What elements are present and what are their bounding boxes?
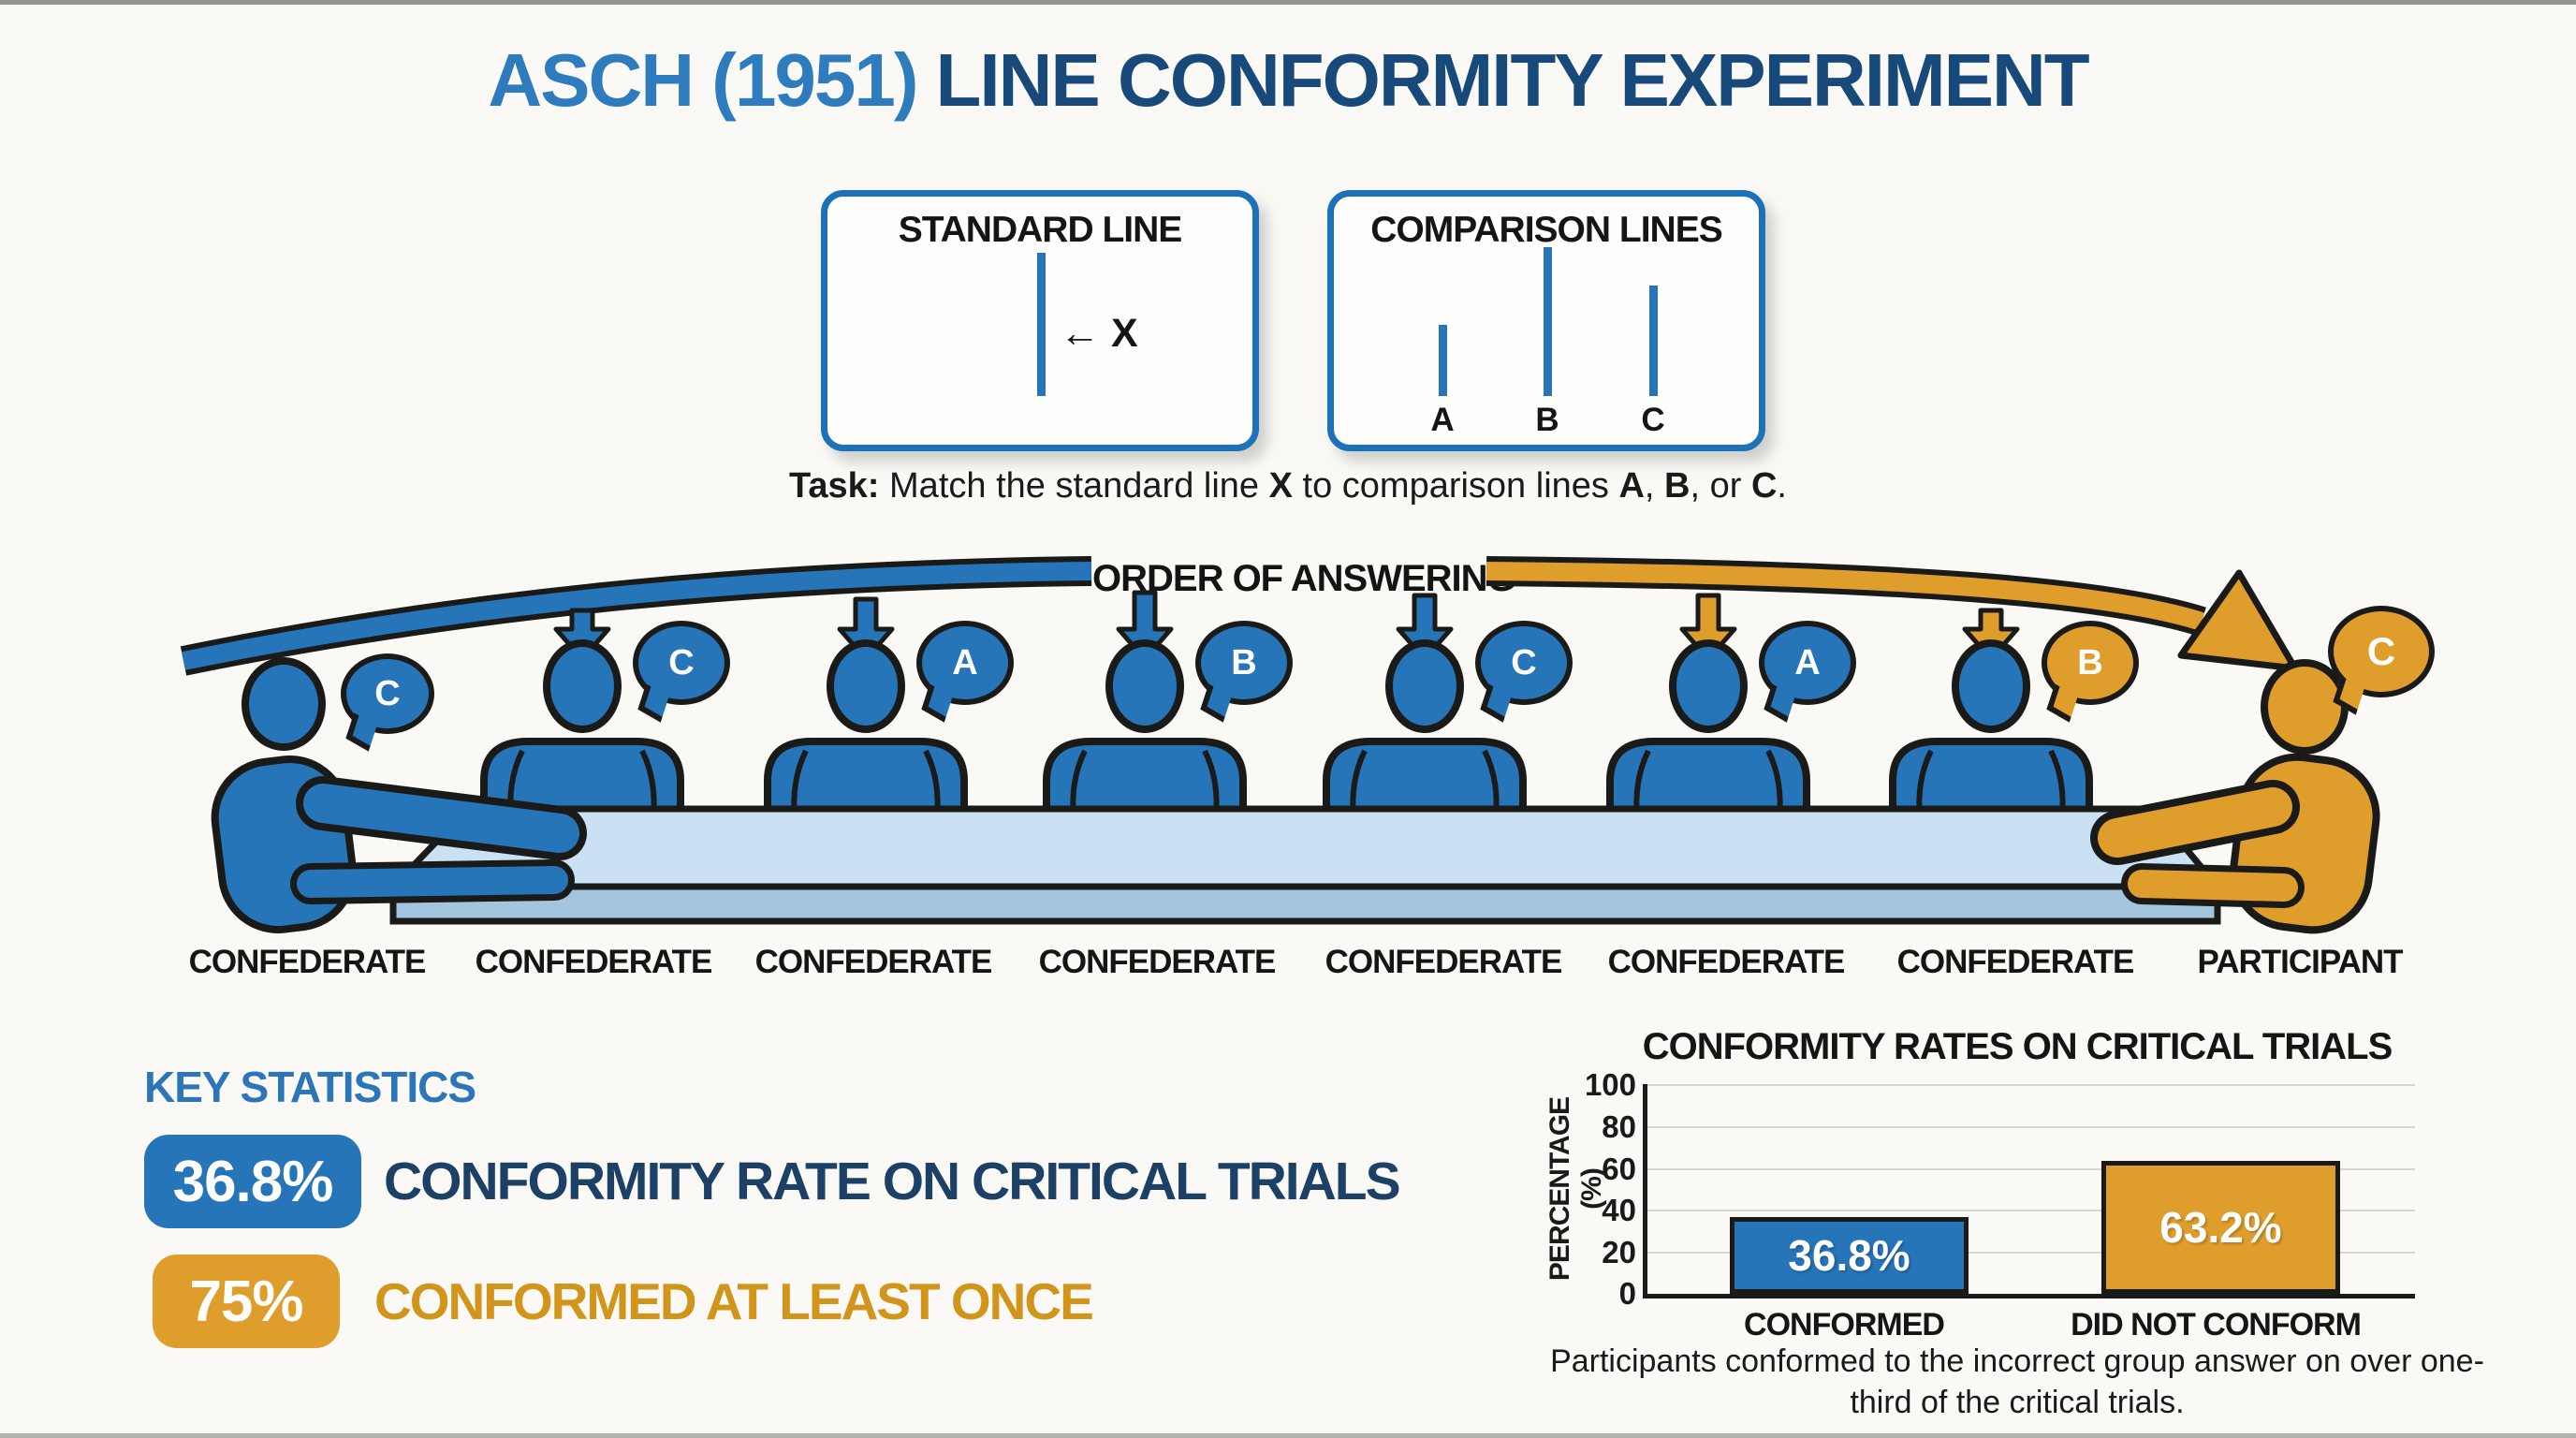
table-front-edge [389, 883, 2221, 925]
comparison-line-b-label: B [1535, 402, 1559, 438]
comparison-line-b [1544, 247, 1552, 396]
table-top [385, 805, 2225, 890]
answer-letter: C [1511, 642, 1537, 682]
role-label: CONFEDERATE [475, 944, 713, 980]
speech-bubble: B [2042, 621, 2139, 705]
answer-letter: B [1231, 642, 1257, 682]
standard-line-box: STANDARD LINE ← X [821, 190, 1259, 451]
comparison-lines-box: COMPARISON LINES A B C [1327, 190, 1765, 451]
answer-letter: C [2366, 629, 2396, 673]
y-tick: 100 [1584, 1067, 1636, 1102]
speech-bubble: C [2328, 606, 2435, 697]
page-title-study: ASCH (1951) [488, 38, 918, 122]
chart-plot-area: 36.8% 63.2% [1643, 1084, 2415, 1299]
stat-label-conformed-once: CONFORMED AT LEAST ONCE [374, 1272, 1094, 1330]
task-prefix: Task: [789, 466, 880, 506]
speech-bubble: C [341, 653, 434, 734]
speech-bubble: A [916, 621, 1014, 705]
role-label: PARTICIPANT [2197, 944, 2403, 980]
bottom-edge-line [0, 1433, 2576, 1438]
confederate-figure [1606, 639, 1810, 828]
confederate-figure [1889, 639, 2093, 828]
role-label: CONFEDERATE [1896, 944, 2135, 980]
confederate-figure-left-end [211, 657, 587, 933]
comparison-lines-box-title: COMPARISON LINES [1370, 210, 1722, 250]
confederate-figure [1043, 639, 1247, 828]
speech-bubble: C [1475, 621, 1573, 705]
answer-letter: C [374, 673, 401, 713]
gridline [1647, 1084, 2415, 1086]
gridline [1647, 1126, 2415, 1128]
bar-value-label: 36.8% [1788, 1231, 1910, 1280]
y-tick: 20 [1602, 1235, 1636, 1269]
x-category-label: DID NOT CONFORM [2071, 1307, 2362, 1343]
order-band-orange-arrow [1486, 556, 2299, 672]
comparison-line-a-label: A [1430, 402, 1455, 438]
gridline [1647, 1168, 2415, 1170]
participant-figure [2090, 659, 2380, 934]
y-tick: 80 [1602, 1109, 1636, 1144]
x-category-label: CONFORMED [1744, 1307, 1945, 1343]
standard-line-box-title: STANDARD LINE [898, 210, 1183, 250]
comparison-line-c [1649, 286, 1658, 396]
stat-label-conformity-rate: CONFORMITY RATE ON CRITICAL TRIALS [384, 1152, 1401, 1211]
bar-conformed: 36.8% [1730, 1217, 1969, 1294]
top-edge-line [0, 0, 2576, 5]
task-sentence: Task: Match the standard line X to compa… [789, 466, 1787, 506]
chart-caption: Participants conformed to the incorrect … [1550, 1343, 2484, 1421]
confederate-figure [1323, 639, 1527, 828]
y-tick: 60 [1602, 1152, 1636, 1186]
answer-letter: A [952, 642, 978, 682]
bar-did-not-conform: 63.2% [2101, 1161, 2340, 1294]
standard-line [1037, 253, 1046, 396]
comparison-line-a [1439, 325, 1447, 396]
role-label: CONFEDERATE [1325, 944, 1563, 980]
confederate-figures [480, 639, 2093, 828]
answer-letter: A [1794, 642, 1821, 682]
bar-value-label: 63.2% [2159, 1203, 2282, 1252]
role-label: CONFEDERATE [754, 944, 993, 980]
role-label: CONFEDERATE [1607, 944, 1846, 980]
confederate-figure [764, 639, 968, 828]
standard-line-pointer-label: ← X [1060, 311, 1138, 356]
key-statistics-heading: KEY STATISTICS [144, 1063, 476, 1111]
answer-letter: C [668, 642, 695, 682]
order-band-blue-arc [180, 556, 1092, 676]
role-label: CONFEDERATE [1038, 944, 1277, 980]
table [385, 805, 2225, 925]
role-label: CONFEDERATE [188, 944, 427, 980]
stat-badge-conformed-once: 75% [153, 1255, 340, 1348]
gridline [1647, 1210, 2415, 1211]
answer-letter: B [2077, 642, 2103, 682]
speech-bubble: B [1195, 621, 1293, 705]
gridline [1647, 1252, 2415, 1254]
stat-badge-conformity-rate: 36.8% [144, 1135, 361, 1228]
page-title: ASCH (1951)LINE CONFORMITY EXPERIMENT [0, 37, 2576, 124]
y-tick: 0 [1618, 1276, 1636, 1311]
order-of-answering-label: ORDER OF ANSWERING [1092, 558, 1516, 599]
chart-title: CONFORMITY RATES ON CRITICAL TRIALS [1642, 1026, 2393, 1067]
speech-bubble: A [1759, 621, 1856, 705]
comparison-line-c-label: C [1641, 402, 1665, 438]
speech-bubble: C [633, 621, 730, 705]
page-title-subject: LINE CONFORMITY EXPERIMENT [935, 38, 2090, 122]
chart-y-axis-label: PERCENTAGE (%) [1544, 1096, 1607, 1282]
y-tick: 40 [1602, 1193, 1636, 1227]
